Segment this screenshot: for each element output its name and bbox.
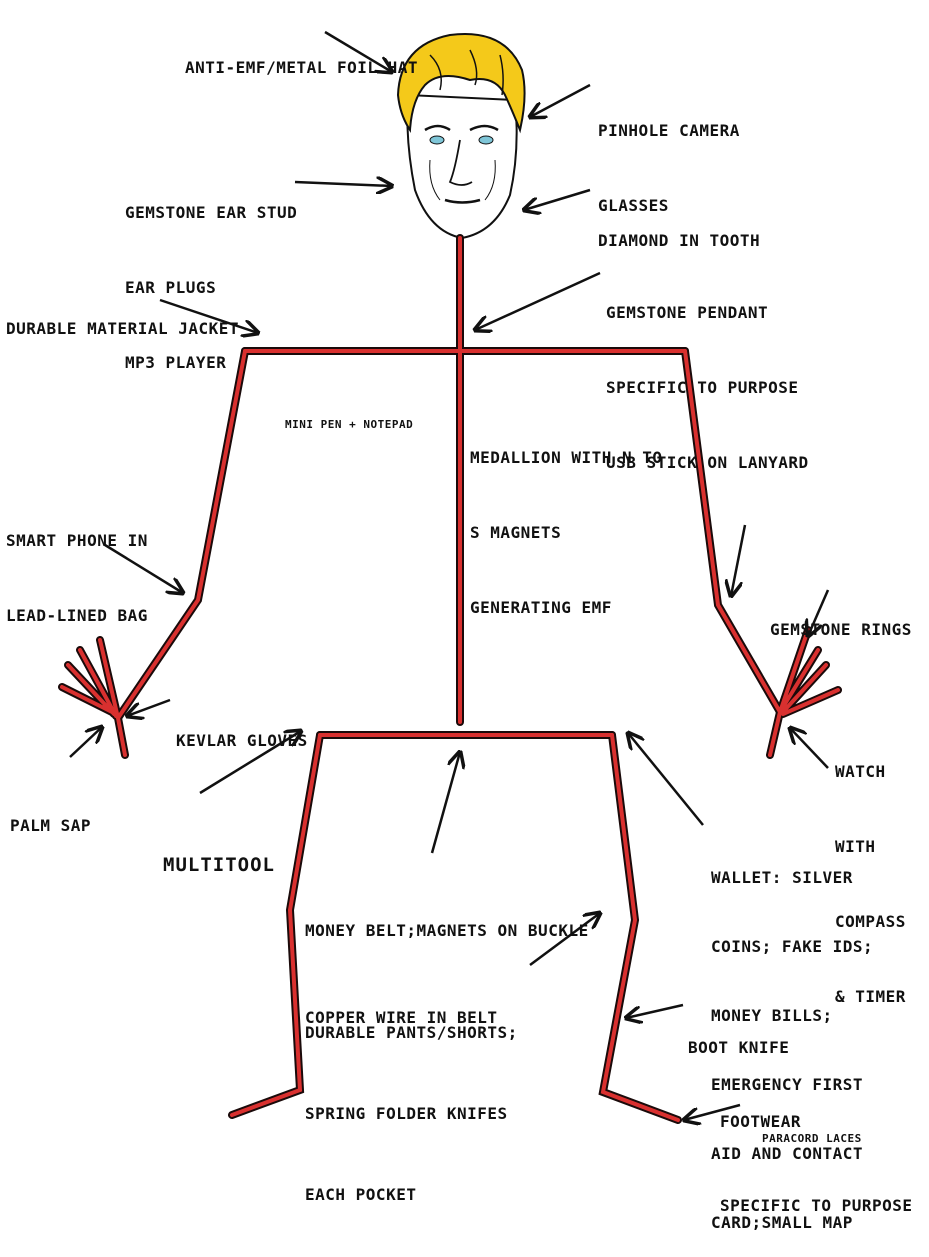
label-wallet-line: WALLET: SILVER	[711, 866, 873, 889]
label-phone: SMART PHONE IN LEAD-LINED BAG	[6, 478, 148, 653]
label-multitool: MULTITOOL	[163, 803, 275, 903]
label-sap: PALM SAP	[10, 763, 91, 863]
arrow-icon	[530, 85, 590, 117]
label-rings-text: GEMSTONE RINGS	[770, 617, 912, 642]
label-glasses-line: PINHOLE CAMERA	[598, 118, 740, 143]
arrow-icon	[626, 1005, 683, 1018]
label-pants: DURABLE PANTS/SHORTS; SPRING FOLDER KNIF…	[305, 965, 518, 1235]
label-pants-line: EACH POCKET	[305, 1181, 518, 1208]
label-medallion-line: S MAGNETS	[470, 520, 663, 545]
label-watch-line: WATCH	[835, 759, 906, 784]
arrow-icon	[790, 728, 828, 768]
label-rings: GEMSTONE RINGS	[770, 567, 912, 667]
label-laces-text: PARACORD LACES	[762, 1132, 862, 1146]
label-ear-line: GEMSTONE EAR STUD	[125, 200, 297, 225]
label-pen-text: MINI PEN + NOTEPAD	[285, 418, 413, 432]
label-jacket-text: DURABLE MATERIAL JACKET	[6, 316, 239, 341]
label-multitool-text: MULTITOOL	[163, 853, 275, 878]
label-wallet-line: COINS; FAKE IDS;	[711, 935, 873, 958]
label-medallion-line: GENERATING EMF	[470, 595, 663, 620]
label-pants-line: DURABLE PANTS/SHORTS;	[305, 1019, 518, 1046]
label-sap-text: PALM SAP	[10, 813, 91, 838]
label-medallion-line: MEDALLION WITH N TO	[470, 445, 663, 470]
arrow-icon	[731, 525, 745, 596]
label-phone-line: SMART PHONE IN	[6, 528, 148, 553]
label-footwear-line: SPECIFIC TO PURPOSE	[720, 1192, 913, 1220]
arrow-icon	[70, 727, 102, 757]
arrow-icon	[127, 700, 170, 716]
label-gloves-text: KEVLAR GLOVES	[176, 728, 308, 753]
arrow-icon	[524, 190, 590, 210]
label-medallion: MEDALLION WITH N TO S MAGNETS GENERATING…	[470, 395, 663, 645]
label-hat: ANTI-EMF/METAL FOIL HAT	[185, 5, 418, 105]
label-hat-text: ANTI-EMF/METAL FOIL HAT	[185, 55, 418, 80]
label-pants-line: SPRING FOLDER KNIFES	[305, 1100, 518, 1127]
label-pendant-line: GEMSTONE PENDANT	[606, 300, 809, 325]
arrow-icon	[432, 752, 460, 853]
arrow-icon	[628, 733, 703, 825]
label-gloves: KEVLAR GLOVES	[176, 678, 308, 778]
arrow-icon	[295, 182, 392, 186]
arrow-icon	[475, 273, 600, 330]
label-pen: MINI PEN + NOTEPAD	[285, 390, 413, 446]
label-belt-line: MONEY BELT;MAGNETS ON BUCKLE	[305, 916, 589, 945]
label-laces: PARACORD LACES	[762, 1104, 862, 1160]
label-phone-line: LEAD-LINED BAG	[6, 603, 148, 628]
label-jacket: DURABLE MATERIAL JACKET	[6, 266, 239, 366]
